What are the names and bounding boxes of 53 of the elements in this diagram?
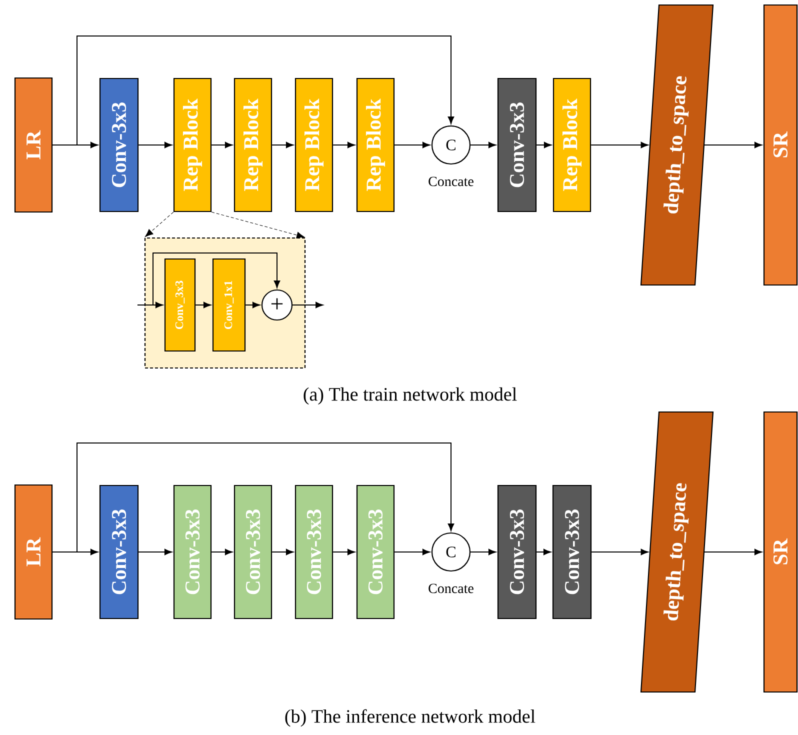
depth-to-space-block: depth_to_space <box>640 411 714 693</box>
output-box: SR <box>763 4 798 286</box>
arrow <box>211 142 232 148</box>
rep-block: Rep Block <box>294 78 334 212</box>
arrow <box>195 302 211 308</box>
conv-block: Conv-3x3 <box>234 484 272 620</box>
arrow <box>591 548 648 556</box>
conv-block: Conv-3x3 <box>497 78 537 212</box>
arrow <box>470 548 496 556</box>
arrow <box>590 142 648 148</box>
conv-block: Conv_3x3 <box>164 258 196 352</box>
arrow <box>272 548 294 556</box>
arrow <box>536 548 551 556</box>
arrow <box>211 548 232 556</box>
arrow <box>536 142 552 148</box>
rep-block: Rep Block <box>356 78 395 212</box>
depth-to-space-block: depth_to_space <box>640 4 714 286</box>
arrow <box>245 302 260 308</box>
conv-block: Conv-3x3 <box>552 484 592 620</box>
conv-block: Conv_1x1 <box>212 258 246 352</box>
arrow <box>704 142 762 148</box>
arrow <box>394 142 430 148</box>
output-box: SR <box>763 411 798 693</box>
arrow <box>138 548 172 556</box>
arrow <box>138 142 172 148</box>
conv-block: Conv-3x3 <box>173 484 212 620</box>
input-box: LR <box>14 77 53 213</box>
arrow <box>292 302 324 308</box>
skip-connection-arrow <box>152 252 280 306</box>
conv-block: Conv-3x3 <box>356 484 395 620</box>
leader-arrow <box>144 212 174 238</box>
caption: (a) The train network model <box>304 387 517 405</box>
caption: (b) The inference network model <box>285 709 536 727</box>
conv-block: Conv-3x3 <box>294 484 334 620</box>
arrow <box>272 142 294 148</box>
arrow <box>332 548 355 556</box>
input-box: LR <box>14 484 53 620</box>
conv-block: Conv-3x3 <box>497 484 537 620</box>
arrow <box>394 548 430 556</box>
rep-block: Rep Block <box>234 78 272 212</box>
arrow <box>704 548 762 556</box>
conv-block: Conv-3x3 <box>99 78 139 212</box>
beside-label: Concate <box>428 176 474 186</box>
skip-connection-arrow <box>52 36 454 146</box>
conv-block: Conv-3x3 <box>99 484 139 620</box>
skip-connection-arrow <box>52 442 454 552</box>
arrow <box>332 142 355 148</box>
arrow <box>470 142 496 148</box>
rep-block: Rep Block <box>173 78 212 212</box>
beside-label: Concate <box>428 584 474 594</box>
leader-arrow <box>211 212 305 238</box>
arrow <box>136 302 163 308</box>
rep-block: Rep Block <box>552 78 592 212</box>
